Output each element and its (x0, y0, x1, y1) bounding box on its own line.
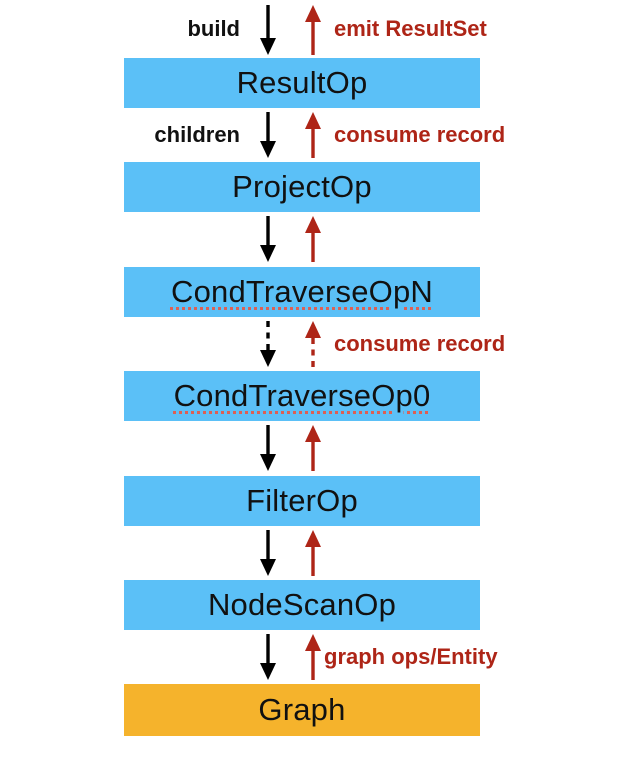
dashed-down-arrow-icon (260, 321, 276, 367)
node-condtraverseop0: CondTraverseOp0 (124, 371, 480, 421)
node-projectop: ProjectOp (124, 162, 480, 212)
up-arrow-icon (305, 530, 321, 576)
build-label: build (187, 16, 240, 41)
node-label: NodeScanOp (207, 587, 397, 622)
link-plain (0, 212, 626, 267)
down-arrow-icon (260, 530, 276, 576)
emit-resultset-label: emit ResultSet (334, 16, 487, 41)
node-nodescanop: NodeScanOp (124, 580, 480, 630)
link-plain (0, 421, 626, 476)
down-arrow-icon (260, 5, 276, 55)
node-resultop: ResultOp (124, 58, 480, 108)
up-arrow-icon (305, 5, 321, 55)
node-label: CondTraverseOpN (170, 274, 433, 309)
consume-record-label: consume record (334, 331, 506, 356)
down-arrow-icon (260, 634, 276, 680)
up-arrow-icon (305, 634, 321, 680)
node-label: FilterOp (246, 483, 358, 518)
graph-ops-entity-label: graph ops/Entity (324, 644, 498, 669)
link-build-emit: build emit ResultSet (0, 0, 626, 58)
up-arrow-icon (305, 112, 321, 158)
consume-record-label: consume record (334, 122, 506, 147)
children-label: children (154, 122, 240, 147)
node-label: CondTraverseOp0 (173, 378, 431, 413)
node-filterop: FilterOp (124, 476, 480, 526)
down-arrow-icon (260, 425, 276, 471)
node-graph: Graph (124, 684, 480, 736)
up-arrow-icon (305, 216, 321, 262)
node-label: Graph (258, 692, 346, 727)
link-graph-ops: graph ops/Entity (0, 630, 626, 684)
link-plain (0, 526, 626, 580)
node-label: ResultOp (236, 65, 368, 100)
link-children-consume: children consume record (0, 108, 626, 162)
down-arrow-icon (260, 216, 276, 262)
node-condtraverseopn: CondTraverseOpN (124, 267, 480, 317)
down-arrow-icon (260, 112, 276, 158)
dashed-up-arrow-icon (305, 321, 321, 367)
link-dashed-consume: consume record (0, 317, 626, 371)
up-arrow-icon (305, 425, 321, 471)
node-label: ProjectOp (232, 169, 372, 204)
